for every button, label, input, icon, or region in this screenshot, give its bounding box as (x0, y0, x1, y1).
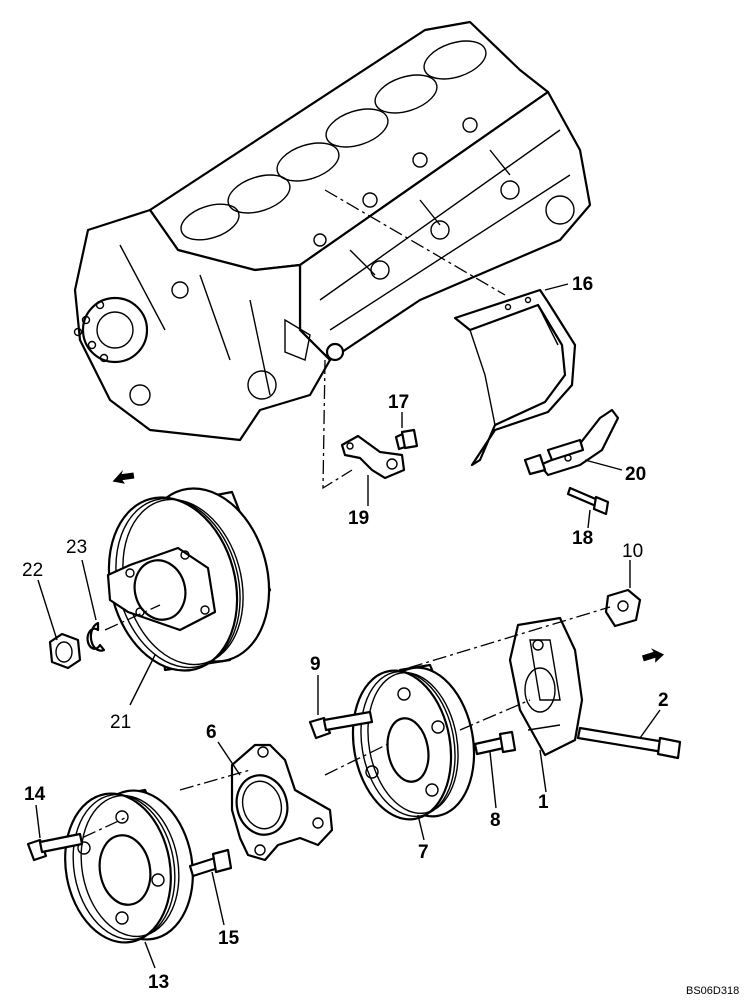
part-7-pulley (351, 663, 476, 821)
part-2-bolt (576, 726, 682, 760)
part-10-block (604, 588, 642, 628)
leader-6 (217, 741, 241, 776)
callout-16: 16 (572, 274, 593, 295)
leader-20 (584, 459, 623, 471)
leader-13 (144, 941, 156, 969)
leader-7 (417, 814, 425, 841)
part-8-bolt (473, 730, 517, 756)
callout-23: 23 (66, 537, 87, 558)
leader-23 (81, 559, 97, 621)
direction-arrow-icon (112, 469, 135, 484)
leader-15 (211, 871, 225, 926)
callout-22: 22 (22, 560, 43, 581)
callout-13: 13 (148, 972, 169, 993)
locator-line-6 (179, 769, 251, 791)
leader-22 (37, 579, 58, 641)
leader-1 (539, 749, 547, 793)
part-1-tensioner (508, 616, 584, 757)
callout-1: 1 (538, 792, 549, 813)
locator-line-1 (459, 699, 531, 731)
callout-2: 2 (658, 690, 669, 711)
callout-19: 19 (348, 508, 369, 529)
locator-line-16 (324, 189, 506, 296)
callout-20: 20 (625, 464, 646, 485)
callout-15: 15 (218, 928, 240, 949)
part-14-bolt (26, 832, 84, 862)
leader-18 (587, 509, 591, 529)
part-6-bearing-housing (230, 743, 334, 862)
part-15-bolt (188, 848, 233, 878)
locator-line-10 (384, 606, 611, 676)
callout-10: 10 (622, 541, 643, 562)
leader-2 (639, 709, 661, 739)
callout-21: 21 (110, 712, 131, 733)
callout-7: 7 (418, 842, 429, 863)
locator-line-19 (322, 359, 353, 490)
part-9-bolt (308, 710, 374, 740)
leader-8 (489, 751, 497, 809)
engine-block (73, 20, 592, 442)
part-22-nut (48, 632, 82, 670)
part-20-bracket (523, 408, 620, 477)
callout-14: 14 (24, 784, 46, 805)
locator-line-21 (104, 604, 161, 631)
part-16-heat-shield (453, 288, 577, 467)
leader-16 (544, 283, 569, 291)
callout-17: 17 (388, 392, 409, 413)
leader-21 (129, 654, 156, 706)
callout-18: 18 (572, 528, 593, 549)
part-21-pulley (106, 487, 272, 672)
part-17-bolt (394, 428, 419, 451)
part-13-pulley (64, 788, 194, 944)
callout-8: 8 (490, 810, 501, 831)
part-23-snap-ring (86, 621, 106, 652)
leader-14 (35, 804, 41, 839)
direction-arrow-icon (641, 648, 665, 663)
locator-line-7 (324, 741, 393, 776)
part-19-bracket (340, 434, 406, 480)
callout-6: 6 (206, 722, 217, 743)
drawing-reference: BS06D318 (686, 985, 739, 997)
callout-9: 9 (310, 654, 321, 675)
part-18-bolt (566, 486, 610, 516)
